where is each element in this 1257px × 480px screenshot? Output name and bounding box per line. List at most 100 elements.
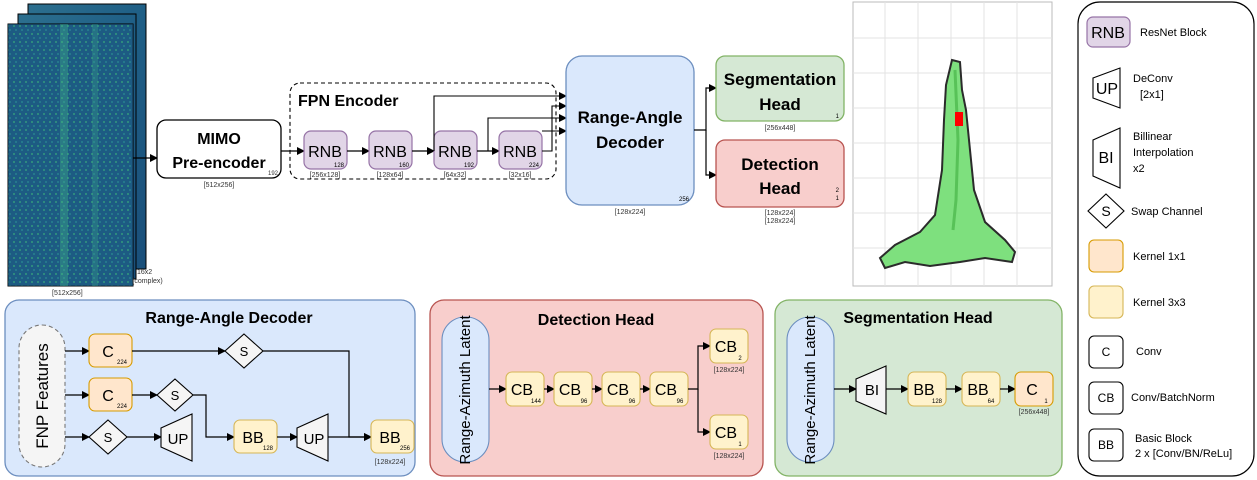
rad-panel-title: Range-Angle Decoder xyxy=(145,310,312,327)
svg-text:64: 64 xyxy=(988,399,995,405)
det-head-dim-a: [128x224] xyxy=(765,210,796,217)
rad-swap-1 xyxy=(224,333,264,369)
svg-text:1: 1 xyxy=(738,442,742,448)
det-out-cb-top: CB 2 xyxy=(709,328,749,364)
rnb-3-dim: [64x32] xyxy=(444,172,467,179)
rad-basic-block-2 xyxy=(370,419,415,454)
svg-text:96: 96 xyxy=(581,399,588,405)
seg-bilinear-interp xyxy=(855,365,887,415)
rad-upconv-1 xyxy=(160,413,193,462)
svg-text:RNB: RNB xyxy=(308,144,342,161)
svg-text:RNB: RNB xyxy=(1091,25,1125,42)
legend-bi: BI Billinear Interpolation x2 xyxy=(1092,127,1194,189)
input-complex-label: (complex) xyxy=(132,278,163,285)
seg-head-channels: 1 xyxy=(836,114,840,120)
svg-text:CB: CB xyxy=(511,382,533,399)
svg-text:UP: UP xyxy=(168,431,189,448)
svg-text:224: 224 xyxy=(529,163,540,169)
input-right-dim: 16x2 xyxy=(137,269,152,276)
svg-text:144: 144 xyxy=(531,399,542,405)
det-head-subtitle: Head xyxy=(759,179,801,198)
mimo-subtitle: Pre-encoder xyxy=(172,155,265,172)
svg-text:BI: BI xyxy=(865,382,879,399)
seg-basic-block-1: BB 128 xyxy=(907,371,947,407)
svg-text:x2: x2 xyxy=(1133,163,1145,175)
rad-swap-3 xyxy=(88,419,128,455)
rnb-2-dim: [128x64] xyxy=(377,172,404,179)
seg-basic-block-2: BB 64 xyxy=(961,371,1001,407)
svg-text:BI: BI xyxy=(1098,150,1113,167)
legend-rnb: RNB ResNet Block xyxy=(1086,16,1207,48)
det-head-channels-a: 2 xyxy=(836,188,840,194)
svg-text:RNB: RNB xyxy=(438,144,472,161)
rad-bb2-dim: [128x224] xyxy=(375,459,406,466)
svg-text:BB: BB xyxy=(967,382,988,399)
svg-text:BB: BB xyxy=(242,430,263,447)
svg-text:1: 1 xyxy=(1044,399,1048,405)
det-panel-title: Detection Head xyxy=(538,312,654,329)
mimo-pre-encoder-box xyxy=(156,119,282,179)
range-angle-decoder-box xyxy=(565,55,695,206)
svg-text:224: 224 xyxy=(117,404,128,410)
svg-text:BB: BB xyxy=(1098,438,1114,452)
svg-text:Conv/BatchNorm: Conv/BatchNorm xyxy=(1131,392,1215,404)
rnb-block-3: RNB 192 xyxy=(433,130,478,170)
fpn-title: FPN Encoder xyxy=(298,93,398,110)
rnb-block-2: RNB 160 xyxy=(368,130,413,170)
fnp-features-label: FNP Features xyxy=(33,343,52,449)
svg-text:CB: CB xyxy=(655,382,677,399)
svg-text:C: C xyxy=(1102,345,1111,359)
svg-text:Interpolation: Interpolation xyxy=(1133,147,1194,159)
det-out-bottom-dim: [128x224] xyxy=(714,453,745,460)
det-cb-4: CB 96 xyxy=(649,371,689,407)
det-out-top-dim: [128x224] xyxy=(714,367,745,374)
svg-text:160: 160 xyxy=(399,163,410,169)
mimo-channels: 192 xyxy=(268,171,279,177)
det-latent-label: Range-Azimuth Latent xyxy=(457,315,474,465)
segmentation-head-box xyxy=(715,55,845,122)
fnp-features-pill xyxy=(18,324,66,468)
svg-text:S: S xyxy=(104,430,113,445)
svg-text:96: 96 xyxy=(677,399,684,405)
svg-text:UP: UP xyxy=(1096,81,1118,98)
segmentation-output-plot xyxy=(852,1,1053,287)
rnb-4-dim: [32x16] xyxy=(509,172,532,179)
svg-text:CB: CB xyxy=(1098,391,1115,405)
rad-dim: [128x224] xyxy=(615,209,646,216)
svg-text:S: S xyxy=(240,344,249,359)
svg-text:256: 256 xyxy=(400,446,411,452)
seg-head-title: Segmentation xyxy=(724,70,836,89)
svg-text:192: 192 xyxy=(464,163,475,169)
svg-text:Conv: Conv xyxy=(1136,346,1162,358)
rad-title: Range-Angle xyxy=(578,108,683,127)
seg-latent-label: Range-Azimuth Latent xyxy=(802,315,819,465)
svg-text:C: C xyxy=(102,344,114,361)
mimo-title: MIMO xyxy=(197,131,241,148)
det-head-title: Detection xyxy=(741,155,818,174)
svg-text:Billinear: Billinear xyxy=(1133,131,1172,143)
svg-text:128: 128 xyxy=(263,446,274,452)
rad-upconv-2 xyxy=(296,413,329,462)
svg-text:S: S xyxy=(171,388,180,403)
svg-text:BB: BB xyxy=(379,430,400,447)
svg-text:96: 96 xyxy=(629,399,636,405)
rad-channels: 256 xyxy=(679,197,690,203)
legend-kernel-1x1: Kernel 1x1 xyxy=(1088,239,1186,273)
seg-head-subtitle: Head xyxy=(759,95,801,114)
detection-head-box xyxy=(715,139,845,208)
mimo-dim: [512x256] xyxy=(204,182,235,189)
svg-text:C: C xyxy=(1026,382,1038,399)
svg-text:Swap Channel: Swap Channel xyxy=(1131,206,1203,218)
legend-conv: C Conv xyxy=(1088,335,1162,369)
svg-text:2: 2 xyxy=(738,356,742,362)
svg-text:128: 128 xyxy=(932,399,943,405)
legend-swap: S Swap Channel xyxy=(1087,193,1203,229)
det-cb-2: CB 96 xyxy=(553,371,593,407)
rad-swap-2 xyxy=(156,378,194,412)
svg-text:S: S xyxy=(1101,203,1110,219)
rad-subtitle: Decoder xyxy=(596,133,664,152)
rnb-block-4: RNB 224 xyxy=(498,130,543,170)
legend-kernel-3x3: Kernel 3x3 xyxy=(1088,285,1186,319)
input-left-dim: [512x256] xyxy=(52,290,83,297)
